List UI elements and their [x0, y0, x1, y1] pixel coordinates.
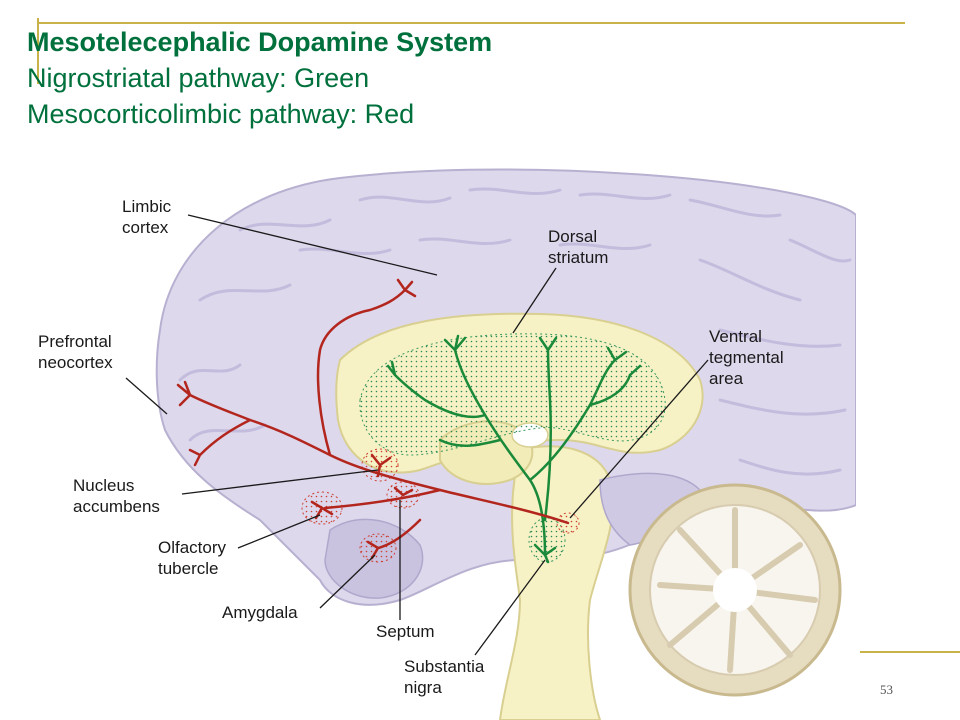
label-nucleus-accumbens: Nucleus accumbens — [73, 476, 160, 516]
label-limbic-cortex: Limbic cortex — [122, 197, 176, 237]
accent-top-line — [37, 22, 905, 24]
slide-title: Mesotelecephalic Dopamine System — [27, 27, 493, 57]
nigrostriatal-pathway — [386, 334, 642, 564]
leader-lines — [125, 214, 709, 656]
label-ventral-tegmental-area: Ventral tegmental area — [709, 327, 788, 388]
cortex-folds — [178, 187, 852, 476]
label-olfactory-tubercle: Olfactory tubercle — [158, 538, 231, 578]
label-dorsal-striatum: Dorsal striatum — [548, 227, 608, 267]
label-septum: Septum — [376, 622, 435, 641]
title-block: Mesotelecephalic Dopamine System Nigrost… — [27, 24, 492, 132]
mesocorticolimbic-pathway — [176, 278, 570, 560]
label-prefrontal-neocortex: Prefrontal neocortex — [38, 332, 116, 372]
dorsal-striatum-region — [359, 333, 666, 456]
mesocorticolimbic-caption: Mesocorticolimbic pathway: Red — [27, 99, 415, 129]
nigrostriatal-caption: Nigrostriatal pathway: Green — [27, 63, 370, 93]
cerebellum — [628, 483, 842, 697]
accent-bottom-line — [860, 651, 960, 653]
accent-vertical-line — [37, 18, 39, 84]
page-number: 53 — [880, 682, 893, 697]
label-amygdala: Amygdala — [222, 603, 298, 622]
label-substantia-nigra: Substantia nigra — [404, 657, 489, 697]
